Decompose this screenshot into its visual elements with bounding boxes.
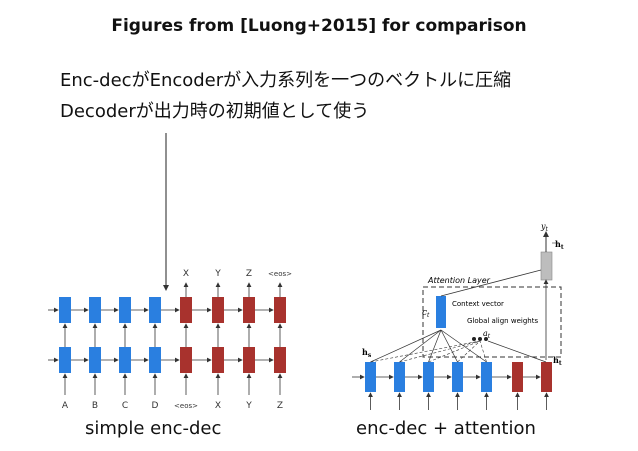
attn-cell-6 — [541, 362, 552, 392]
explanation-line-2: Decoderが出力時の初期値として使う — [60, 101, 370, 122]
output-token-2: Z — [246, 269, 252, 279]
input-token-1: B — [92, 401, 98, 411]
top-cell-3 — [149, 297, 161, 323]
attn-cell-5 — [512, 362, 523, 392]
context-vector-label: Context vector — [452, 300, 504, 308]
bottom-cell-1 — [89, 347, 101, 373]
explanation-line-1: Enc-decがEncoderが入力系列を一つのベクトルに圧縮 — [60, 70, 512, 91]
input-token-6: Y — [245, 401, 252, 411]
attn-cell-3 — [452, 362, 463, 392]
context-vector-block — [436, 296, 446, 328]
simple-enc-dec-diagram: A B C D <eos> X X Y Y Z Z <eos> — [48, 269, 292, 411]
output-token-3: <eos> — [268, 270, 292, 278]
top-cell-2 — [119, 297, 131, 323]
bottom-cell-6 — [243, 347, 255, 373]
output-token-0: X — [183, 269, 189, 279]
attn-cell-2 — [423, 362, 434, 392]
output-token-1: Y — [214, 269, 221, 279]
simple-enc-dec-caption: simple enc-dec — [85, 418, 222, 439]
bottom-cell-7 — [274, 347, 286, 373]
attention-output-block — [540, 251, 553, 281]
top-cell-7 — [274, 297, 286, 323]
attention-layer-box — [422, 286, 562, 358]
attention-layer-label: Attention Layer — [427, 276, 491, 285]
input-token-4: <eos> — [174, 402, 198, 410]
hs-label: hs — [362, 347, 372, 359]
slide-title: Figures from [Luong+2015] for comparison — [111, 16, 527, 36]
ht-tilde-label: ht — [555, 239, 564, 251]
top-cell-5 — [212, 297, 224, 323]
top-cell-0 — [59, 297, 71, 323]
attention-diagram: Attention Layer ct Context vector Global… — [352, 222, 564, 410]
top-cell-4 — [180, 297, 192, 323]
bottom-cell-3 — [149, 347, 161, 373]
top-cell-1 — [89, 297, 101, 323]
align-weights-label: Global align weights — [467, 317, 538, 325]
top-cell-6 — [243, 297, 255, 323]
bottom-cell-5 — [212, 347, 224, 373]
bottom-cell-0 — [59, 347, 71, 373]
ct-label: ct — [422, 308, 430, 319]
input-token-3: D — [152, 401, 159, 411]
attn-cell-0 — [365, 362, 376, 392]
attention-caption: enc-dec + attention — [356, 418, 536, 439]
attn-cell-4 — [481, 362, 492, 392]
bottom-cell-2 — [119, 347, 131, 373]
at-label: at — [483, 329, 491, 340]
input-token-7: Z — [277, 401, 283, 411]
ht-label: ht — [553, 355, 562, 367]
input-token-2: C — [122, 401, 128, 411]
bottom-cell-4 — [180, 347, 192, 373]
yt-label: yt — [540, 222, 549, 233]
attn-cell-1 — [394, 362, 405, 392]
input-token-5: X — [215, 401, 221, 411]
input-token-0: A — [62, 401, 69, 411]
